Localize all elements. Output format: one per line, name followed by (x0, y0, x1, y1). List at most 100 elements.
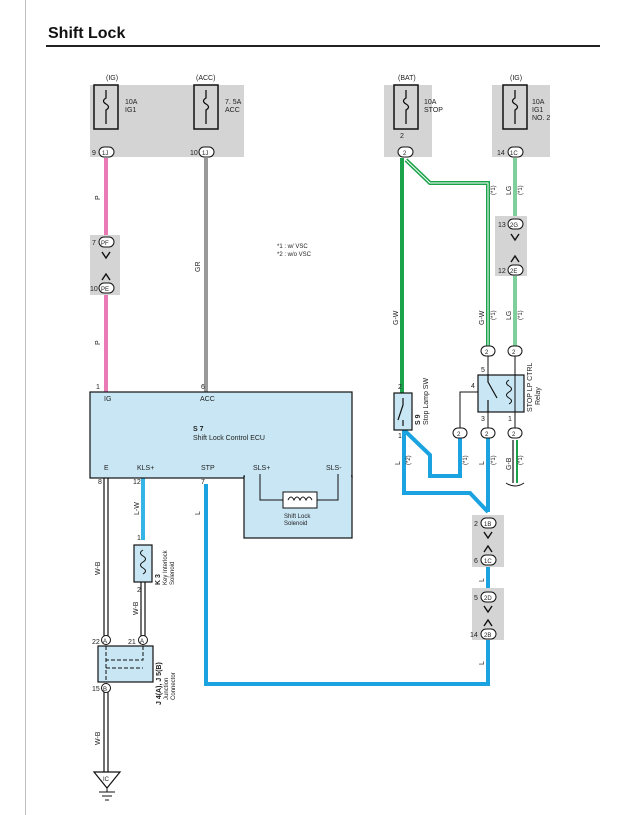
wire-blue-alt-route (402, 428, 462, 478)
fuse-stop-supply: (BAT) (398, 75, 416, 82)
ecu-name: Shift Lock Control ECU (193, 435, 265, 442)
wire-label-blue-stp: L (195, 511, 202, 515)
relay-terminal-lg (507, 345, 523, 357)
fuse-ig1no2-conn: 1C (510, 151, 518, 157)
ecu-pin-8-num: 8 (98, 479, 102, 486)
ecu-pin-sls-plus: SLS+ (253, 465, 270, 472)
stop-sw-contact-icon (397, 398, 404, 426)
marker-alt-m1: (*1) (463, 455, 469, 465)
fuse-acc-symbol (202, 90, 210, 124)
stop-sw-box (393, 392, 413, 431)
fuse-ig1-supply: (IG) (106, 75, 118, 82)
fuse-ig1no2-terminal (507, 146, 524, 158)
ecu-pin-7-num: 7 (201, 479, 205, 486)
ecu-pin-6-label: ACC (200, 396, 215, 403)
fuse-ig1-terminal (98, 146, 115, 158)
wire-label-green-2: G-W (479, 310, 486, 325)
marker-green-m1: (*1) (491, 185, 497, 195)
relay-terminal-green-label: 2 (485, 350, 489, 356)
ecu-pin-1-label: IG (104, 396, 111, 403)
fuse-stop-pin-top: 2 (400, 133, 404, 140)
fuse-ig1no2-supply: (IG) (510, 75, 522, 82)
wire-label-wb-1: W-B (95, 561, 102, 575)
fuse-ig1-pin: 9 (92, 150, 96, 157)
ecu-box (89, 391, 353, 479)
ground-icon (92, 771, 122, 789)
fuse-ig1no2-name2: NO. 2 (532, 115, 550, 122)
junction-code: J 4(A), J 5(B) (156, 662, 163, 705)
wire-label-pink-1: P (95, 195, 102, 200)
stop-sw-pin-bottom: 1 (398, 433, 402, 440)
connector-lg-pin-bottom: 12 (498, 268, 506, 275)
wire-label-gray: GR (195, 262, 202, 273)
key-interlock-name: Key Interlock (163, 549, 169, 585)
wire-label-blue-relay: L (479, 461, 486, 465)
fuse-ig1-conn: 1J (102, 151, 108, 157)
connector-blue2-bottom (480, 628, 497, 640)
junction-box (97, 645, 154, 683)
marker-gb-m1: (*1) (518, 455, 524, 465)
wire-label-blue-mid: L (479, 578, 486, 582)
connector-blue1-pin-top: 2 (474, 521, 478, 528)
stop-sw-pin-top: 2 (398, 384, 402, 391)
junction-internal-lines (105, 646, 144, 682)
relay-contact-icon (487, 375, 498, 412)
relay-pin-1: 1 (508, 416, 512, 423)
fuse-acc-pin: 10 (190, 150, 198, 157)
fuse-acc-conn: 1J (202, 151, 208, 157)
wire-label-wb-2: W-B (133, 601, 140, 615)
relay-terminal-lg-label: 2 (512, 350, 516, 356)
fuse-stop-rating: 10A (424, 99, 437, 106)
connector-blue1-top (480, 517, 497, 529)
marker-lg-m1: (*1) (518, 185, 524, 195)
fuse-stop-terminal (397, 146, 414, 158)
junction-name: Junction (164, 678, 170, 700)
wire-green-relay-stripe (405, 159, 489, 346)
wire-green-relay (404, 158, 490, 346)
connector-blue2-pin-top: 5 (474, 595, 478, 602)
fuse-acc-name: ACC (225, 107, 240, 114)
connector-lg-arrows (510, 233, 520, 263)
junction-label-c: B (103, 687, 107, 693)
wire-label-lightblue: L-W (134, 502, 141, 515)
relay-pin-4: 4 (471, 383, 475, 390)
ecu-pin-1-num: 1 (96, 384, 100, 391)
key-interlock-name-2: Solenoid (170, 562, 176, 585)
wire-label-green-1: G-W (393, 310, 400, 325)
wire-label-lg-1: LG (506, 186, 513, 195)
junction-terminal-a (101, 635, 111, 645)
solenoid-leads (259, 474, 339, 501)
relay-pin-5: 5 (481, 367, 485, 374)
junction-pin-a: 22 (92, 639, 100, 646)
marker-lg-m1-b: (*1) (518, 310, 524, 320)
stop-sw-name: Stop Lamp SW (423, 378, 430, 425)
wire-label-blue-low: L (479, 661, 486, 665)
connector-blue1-pin-bottom: 6 (474, 558, 478, 565)
connector-blue2-label-top: 2D (484, 596, 492, 602)
fuse-acc-supply: (ACC) (196, 75, 215, 82)
relay-pin4-lead (459, 391, 478, 428)
connector-pf-pin-bottom: 10 (90, 286, 98, 293)
connector-blue1-arrows (483, 531, 493, 553)
wire-label-pink-2: P (95, 340, 102, 345)
ecu-pin-stp-label: STP (201, 465, 215, 472)
connector-blue2-top (480, 591, 497, 603)
relay-terminal-3-label: 2 (485, 432, 489, 438)
fuse-stop-pin-bottom: 2 (403, 151, 407, 157)
ecu-code: S 7 (193, 426, 204, 433)
ecu-pin-kls-label: KLS+ (137, 465, 154, 472)
relay-terminal-3 (480, 427, 496, 439)
relay-terminal-4-label: 2 (457, 432, 461, 438)
ecu-pin-sls-minus: SLS- (326, 465, 342, 472)
connector-blue1-bottom (480, 554, 497, 566)
page-title: Shift Lock (48, 25, 126, 42)
fuse-stop-symbol (402, 90, 410, 124)
stop-sw-code: S 9 (415, 414, 422, 425)
connector-pf-label-bottom: PE (101, 287, 109, 293)
marker-green-m1-b: (*1) (491, 310, 497, 320)
connector-lg-pin-top: 13 (498, 222, 506, 229)
fuse-stop-name: STOP (424, 107, 443, 114)
wire-label-gb: G-B (506, 457, 513, 470)
ecu-pin-e-label: E (104, 465, 109, 472)
